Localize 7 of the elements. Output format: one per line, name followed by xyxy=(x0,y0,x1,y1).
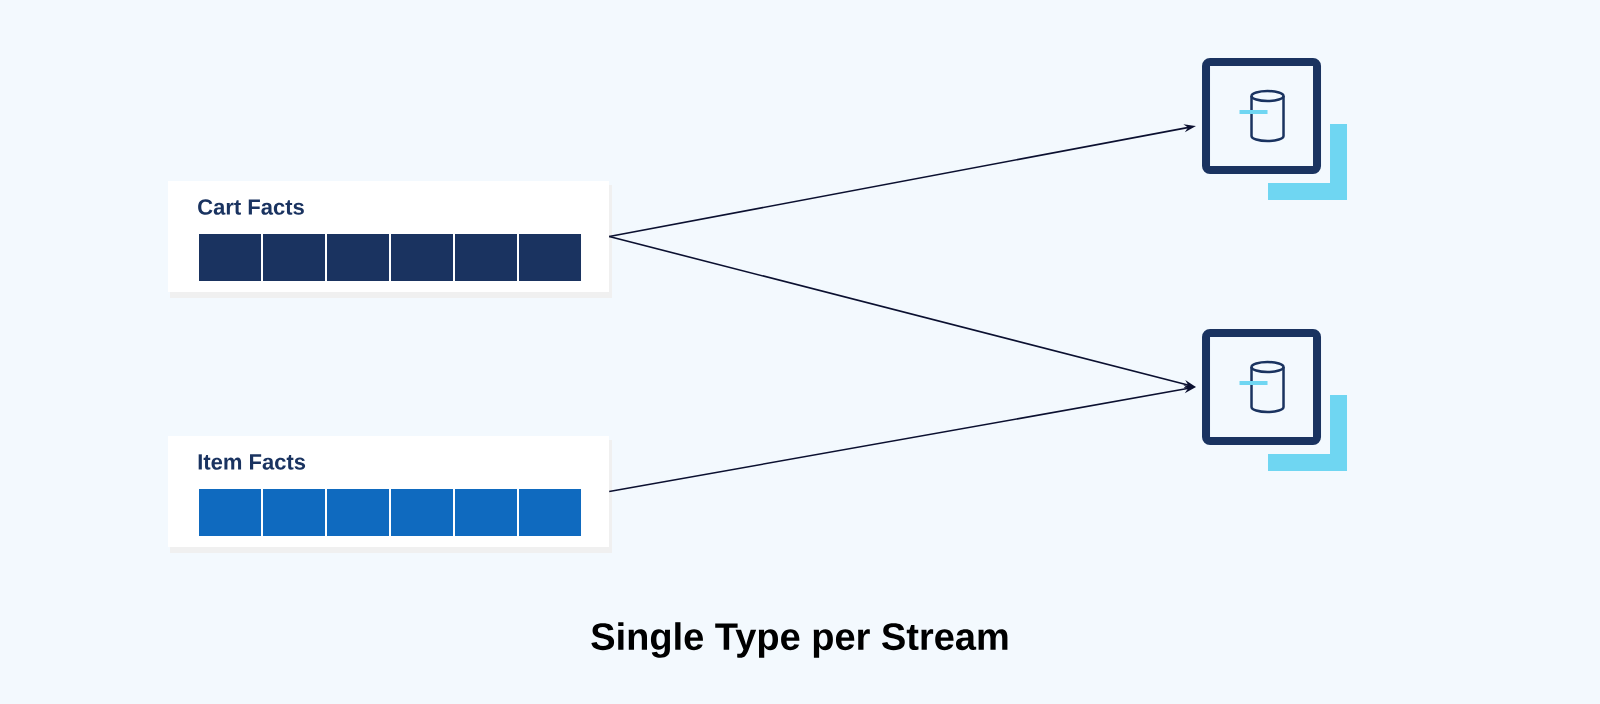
card-title: Cart Facts xyxy=(198,199,304,215)
stream-card xyxy=(168,181,612,298)
database-box xyxy=(1202,329,1347,471)
stream-card xyxy=(168,436,612,553)
card-title: Item Facts xyxy=(198,454,306,470)
caption: Single Type per Stream xyxy=(591,622,1008,658)
database-box xyxy=(1202,58,1347,200)
